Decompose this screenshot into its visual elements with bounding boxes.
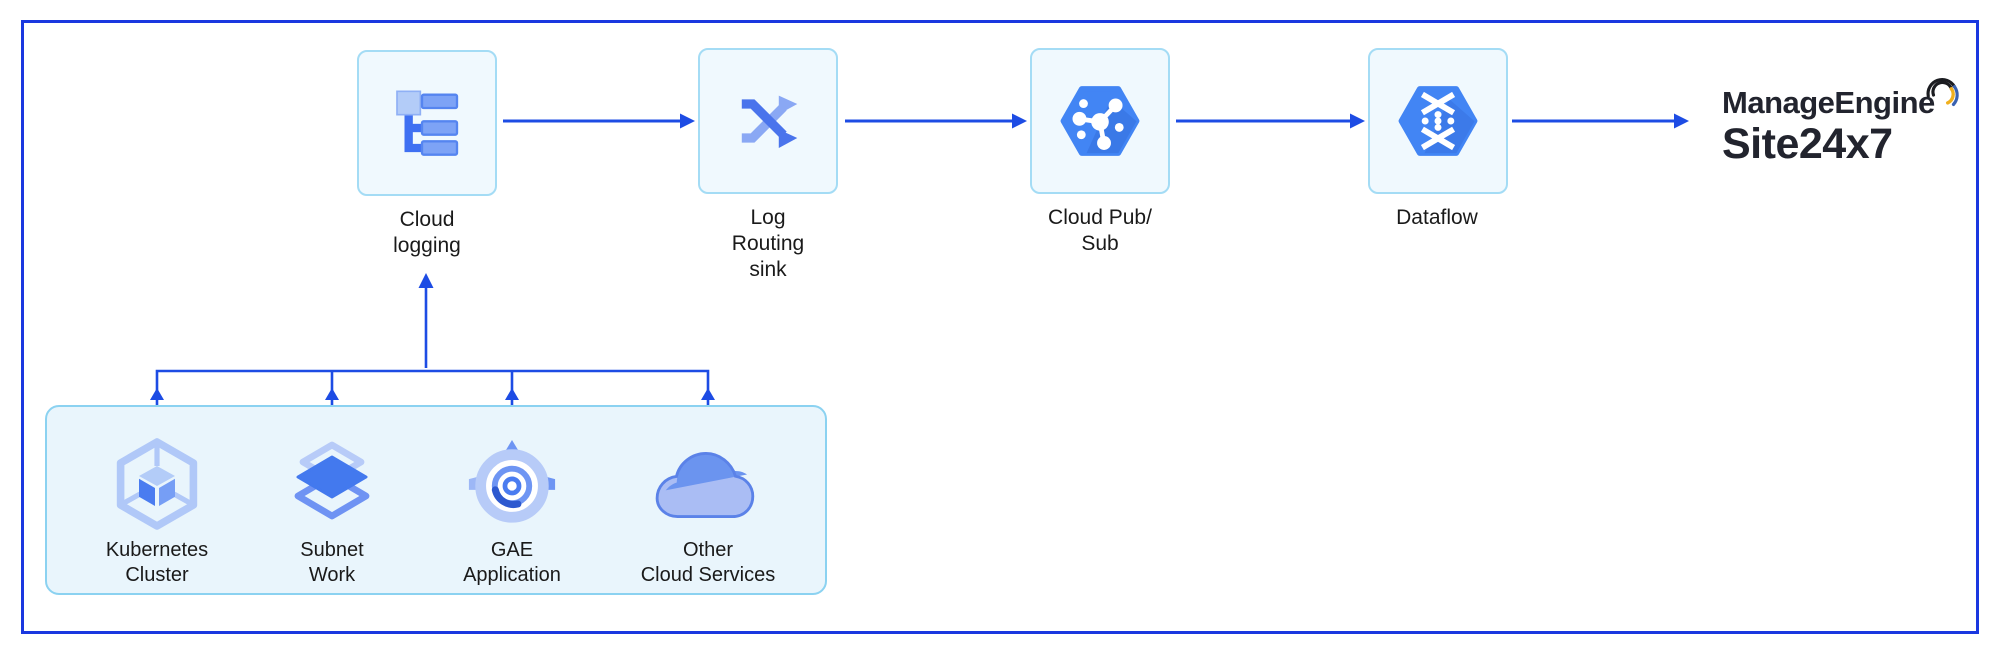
label-other-cloud-services: Other Cloud Services: [641, 538, 776, 588]
label-line: Cloud: [399, 208, 455, 231]
label-dataflow: Dataflow: [1327, 205, 1547, 231]
label-line: Kubernetes: [105, 539, 209, 561]
source-subnet-work: Subnet Work: [247, 434, 417, 588]
node-cloud-logging: [357, 50, 497, 196]
label-line: Log: [750, 206, 786, 229]
site24x7-logo: ManageEngine Site24x7: [1722, 78, 1959, 168]
label-line: sink: [749, 258, 787, 281]
site24x7-wordmark: Site24x7: [1722, 120, 1893, 168]
dataflow-hexagon-icon: [1398, 86, 1478, 156]
label-line: Application: [463, 564, 561, 586]
label-line: Sub: [1081, 232, 1119, 255]
label-line: Cloud Pub/: [1048, 206, 1152, 229]
label-line: Cloud Services: [640, 564, 776, 586]
source-gae-application: GAE Application: [427, 434, 597, 588]
label-line: Routing: [731, 232, 805, 255]
app-engine-icon: [465, 434, 559, 534]
label-line: Other: [682, 539, 733, 561]
cloud-logging-icon: [396, 90, 459, 156]
label-line: Cluster: [125, 564, 189, 586]
cloud-sources-group: [45, 405, 827, 595]
node-log-routing-sink: [698, 48, 838, 194]
label-subnet-work: Subnet Work: [300, 538, 363, 588]
label-line: logging: [393, 234, 461, 257]
label-line: Subnet: [300, 539, 364, 561]
manageengine-wordmark: ManageEngine: [1722, 78, 1959, 120]
kubernetes-cluster-icon: [109, 434, 205, 534]
source-other-cloud-services: Other Cloud Services: [623, 434, 793, 588]
label-line: Dataflow: [1396, 206, 1478, 229]
label-line: GAE: [490, 539, 534, 561]
logo-brand-bold: Manage: [1722, 85, 1835, 120]
source-bus-line: [155, 369, 710, 436]
outer-frame: [21, 20, 1979, 634]
source-kubernetes-cluster: Kubernetes Cluster: [72, 434, 242, 588]
pubsub-hexagon-icon: [1060, 86, 1140, 156]
manageengine-swoosh-icon: [1926, 78, 1959, 107]
logo-brand-regular: Engine: [1834, 85, 1935, 120]
label-cloud-logging: Cloud logging: [317, 207, 537, 259]
shuffle-icon: [741, 95, 798, 148]
label-cloud-pub-sub: Cloud Pub/ Sub: [990, 205, 1210, 257]
label-gae-application: GAE Application: [463, 538, 561, 588]
node-dataflow: [1368, 48, 1508, 194]
label-kubernetes-cluster: Kubernetes Cluster: [106, 538, 208, 588]
subnet-layers-icon: [284, 434, 380, 534]
cloud-icon: [651, 434, 765, 534]
label-log-routing-sink: Log Routing sink: [658, 205, 878, 283]
node-cloud-pub-sub: [1030, 48, 1170, 194]
label-line: Work: [308, 564, 356, 586]
